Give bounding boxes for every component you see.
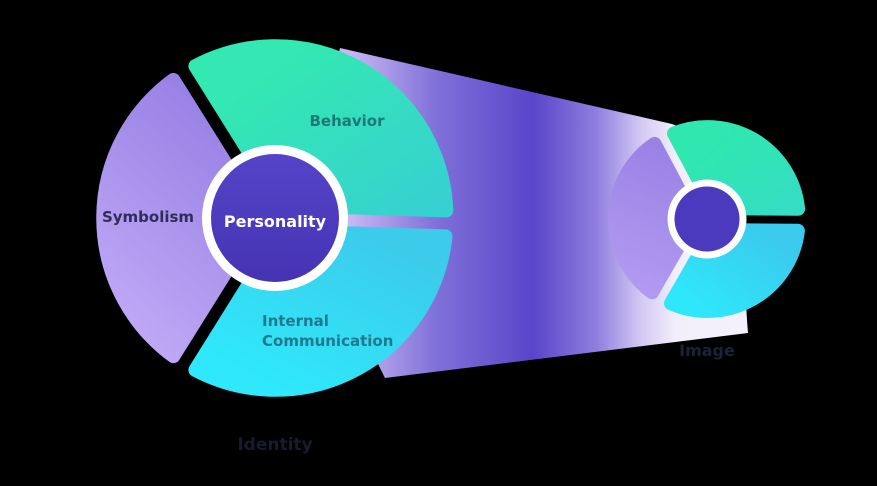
identity-segment-behavior [188,39,454,219]
image-segment-internal-communication [664,217,805,318]
identity-segment-internal-communication [188,217,453,397]
image-group-label: Image [679,341,735,360]
personality-label: Personality [224,212,327,231]
image-hub-circle [674,186,740,252]
identity-group-label: Identity [237,435,312,455]
image-pie [607,120,806,318]
internal-communication-label-line2: Communication [262,332,393,350]
identity-segment-symbolism [96,72,271,364]
identity-pie [96,39,454,397]
identity-hub-circle [211,154,339,282]
internal-communication-label-line1: Internal [262,312,329,330]
symbolism-label: Symbolism [102,208,194,226]
image-segment-behavior [667,120,806,221]
behavior-label: Behavior [309,112,385,130]
image-segment-symbolism [607,136,705,300]
